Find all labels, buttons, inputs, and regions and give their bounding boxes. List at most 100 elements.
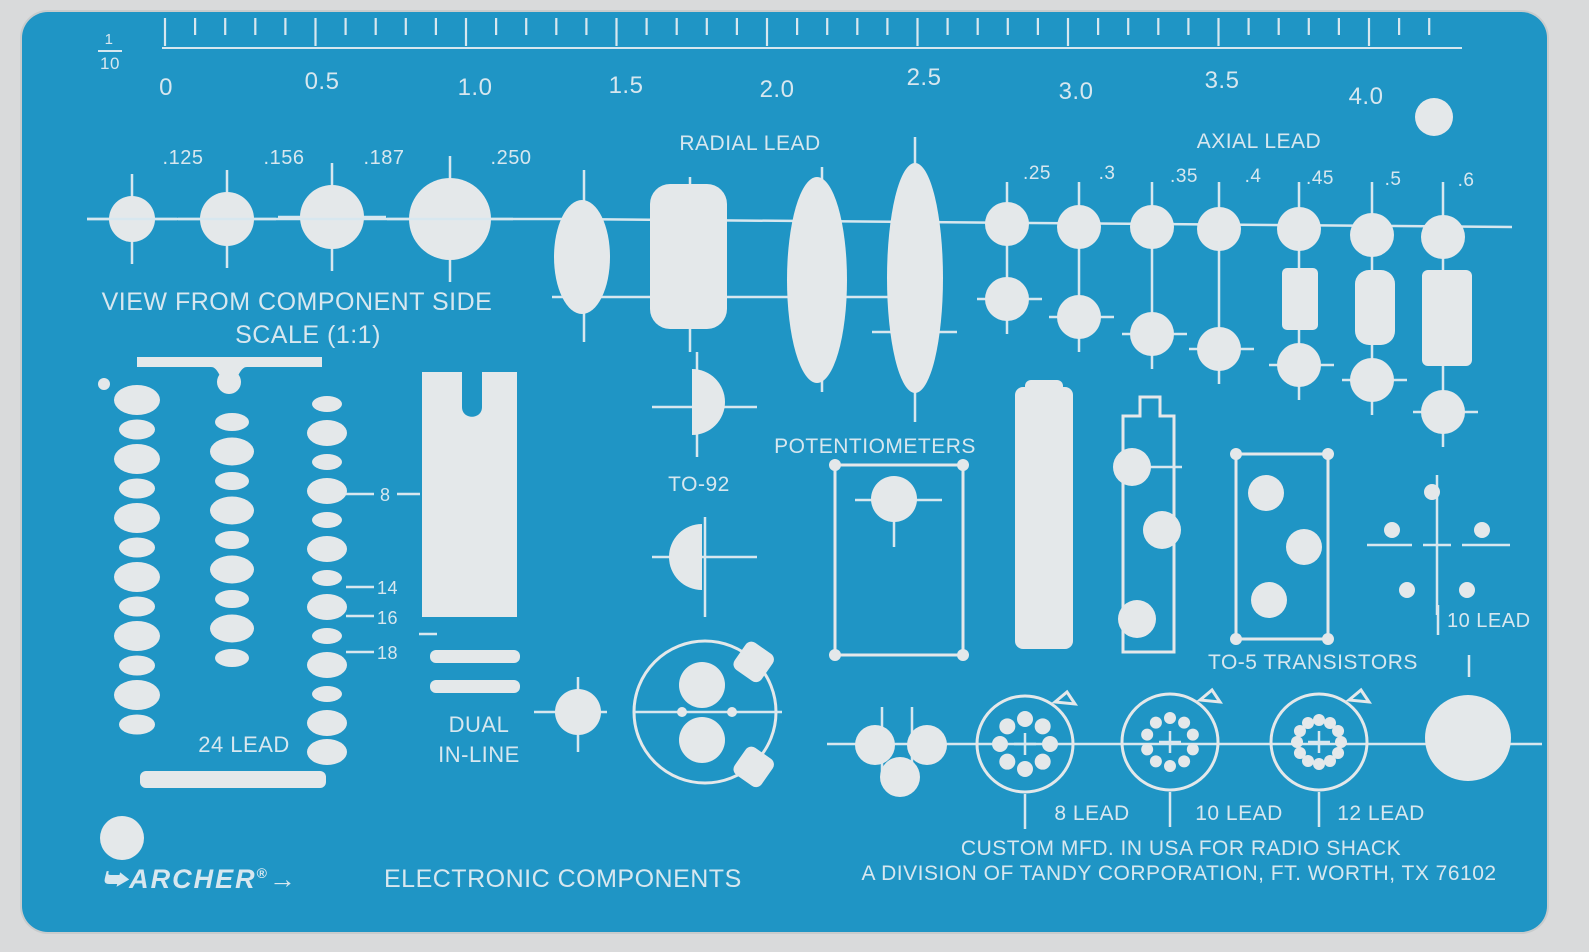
ruler-mark-0: 0 xyxy=(159,74,173,101)
dip-tick-8: 8 xyxy=(380,485,391,505)
dip-pin-left xyxy=(114,503,160,533)
trimmer-body xyxy=(1015,387,1073,649)
dip-pin-right xyxy=(312,454,342,470)
axial-pad-top xyxy=(985,202,1029,246)
to5-pin xyxy=(999,753,1016,770)
to5-label: TO-5 TRANSISTORS xyxy=(1208,651,1418,674)
dip-tick-16: 16 xyxy=(377,608,399,628)
to5-pin xyxy=(1034,753,1051,770)
to5-pin xyxy=(1149,716,1162,729)
to5-pin xyxy=(1324,716,1336,729)
trimmer2-pad-2 xyxy=(1286,529,1322,565)
ruler-fraction-bottom: 10 xyxy=(100,54,120,73)
to5-ring-12 xyxy=(1269,692,1369,792)
axial-pad-bottom xyxy=(1350,358,1394,402)
product-label: ELECTRONIC COMPONENTS xyxy=(384,865,742,893)
trimmer-pad-1 xyxy=(1113,448,1151,486)
to92-body-2 xyxy=(669,524,702,590)
to5-tab xyxy=(1196,687,1224,704)
ruler-mark-0-5: 0.5 xyxy=(304,68,340,95)
axial-pad-top xyxy=(1197,207,1241,251)
dip-pin-right xyxy=(312,628,342,644)
axial-pad-top xyxy=(1277,207,1321,251)
pattern-hole xyxy=(1399,582,1415,598)
axial-size-4: .4 xyxy=(1244,166,1262,187)
dip-hole-inner xyxy=(124,718,150,731)
stencil-template: 1 10 0 0.5 1.0 1.5 2.0 2.5 3.0 3.5 4.0 R… xyxy=(22,12,1547,932)
to5-pin xyxy=(1313,714,1325,726)
to5-pin xyxy=(1293,747,1306,759)
trimmer-corner xyxy=(1322,633,1334,645)
to5-ring-10 xyxy=(1120,692,1220,792)
ruler-mark-2-5: 2.5 xyxy=(906,64,942,91)
socket-key-1 xyxy=(733,641,774,683)
size-label-187: .187 xyxy=(363,147,405,169)
dip-pin-right xyxy=(312,396,342,412)
division-label: A DIVISION OF TANDY CORPORATION, FT. WOR… xyxy=(861,862,1497,885)
ruler-mark-2-0: 2.0 xyxy=(759,76,795,103)
potentiometer-corner xyxy=(829,649,841,661)
socket-dot xyxy=(677,707,687,717)
dip-hole-inner xyxy=(124,541,150,554)
ruler-mark-1-0: 1.0 xyxy=(457,74,493,101)
dip-pin1-dot xyxy=(98,378,110,390)
socket-pin-2 xyxy=(679,717,725,763)
dip-bar xyxy=(140,771,326,788)
mounting-hole-top xyxy=(1415,98,1453,136)
axial-size-6: .6 xyxy=(1457,170,1475,191)
pattern-hole xyxy=(1424,484,1440,500)
radial-capacitor-3 xyxy=(787,177,847,383)
trimmer-corner xyxy=(1230,448,1242,460)
axial-resistor-5 xyxy=(1355,270,1395,345)
to5-pin xyxy=(1332,747,1345,759)
dip-pin-right xyxy=(312,512,342,528)
to18-pad xyxy=(855,725,895,765)
brand-name: ARCHER xyxy=(129,864,257,894)
stencil-cutouts xyxy=(87,18,1542,860)
pattern-hole xyxy=(1459,582,1475,598)
mounting-hole-bottom xyxy=(100,816,144,860)
potentiometer-corner xyxy=(957,459,969,471)
trimmer-frame-2 xyxy=(1234,452,1330,641)
to92-label: TO-92 xyxy=(668,473,730,496)
dip-hole-inner xyxy=(124,482,150,495)
dip-hole-inner xyxy=(124,423,150,436)
axial-pad-top xyxy=(1057,205,1101,249)
dip-pin-left xyxy=(114,621,160,651)
dip-tick-14: 14 xyxy=(377,578,399,598)
dip-pin-right xyxy=(307,594,347,620)
ruler-mark-1-5: 1.5 xyxy=(608,72,644,99)
to5-pin xyxy=(1313,758,1325,770)
potentiometer-corner xyxy=(957,649,969,661)
to5-ring-8 xyxy=(975,694,1075,794)
potentiometer-frame xyxy=(833,463,965,657)
view-label-line1: VIEW FROM COMPONENT SIDE xyxy=(101,288,493,316)
to5-pin xyxy=(1164,712,1176,724)
radial-capacitor-2 xyxy=(650,184,727,329)
dip-pin-mid xyxy=(215,590,249,608)
axial-lead-label: AXIAL LEAD xyxy=(1196,130,1322,153)
dip-pin-left xyxy=(114,385,160,415)
lead10-right-label: 10 LEAD xyxy=(1447,610,1531,632)
size-label-125: .125 xyxy=(162,147,204,169)
axial-resistor-45 xyxy=(1282,268,1318,330)
trimmer-corner xyxy=(1230,633,1242,645)
socket-key-2 xyxy=(733,746,774,788)
to5-pin xyxy=(1149,755,1162,768)
dip-pin-left xyxy=(114,562,160,592)
to5-pin xyxy=(1324,755,1336,768)
to5-pin xyxy=(1017,711,1033,727)
potentiometer-wiper xyxy=(871,476,917,522)
dip-pin-right xyxy=(307,652,347,678)
to5-pin xyxy=(1332,725,1345,737)
axial-pad-bottom xyxy=(1130,312,1174,356)
custom-label: CUSTOM MFD. IN USA FOR RADIO SHACK xyxy=(960,837,1402,860)
dip-pin-right xyxy=(312,570,342,586)
axial-pad-bottom xyxy=(1057,295,1101,339)
trimmer-head xyxy=(1025,380,1063,410)
dip-pin-mid xyxy=(215,413,249,431)
to5-pin xyxy=(1017,761,1033,777)
axial-resistor-6 xyxy=(1422,270,1472,366)
to5-tab xyxy=(1051,689,1079,706)
dip-pin-right xyxy=(312,686,342,702)
